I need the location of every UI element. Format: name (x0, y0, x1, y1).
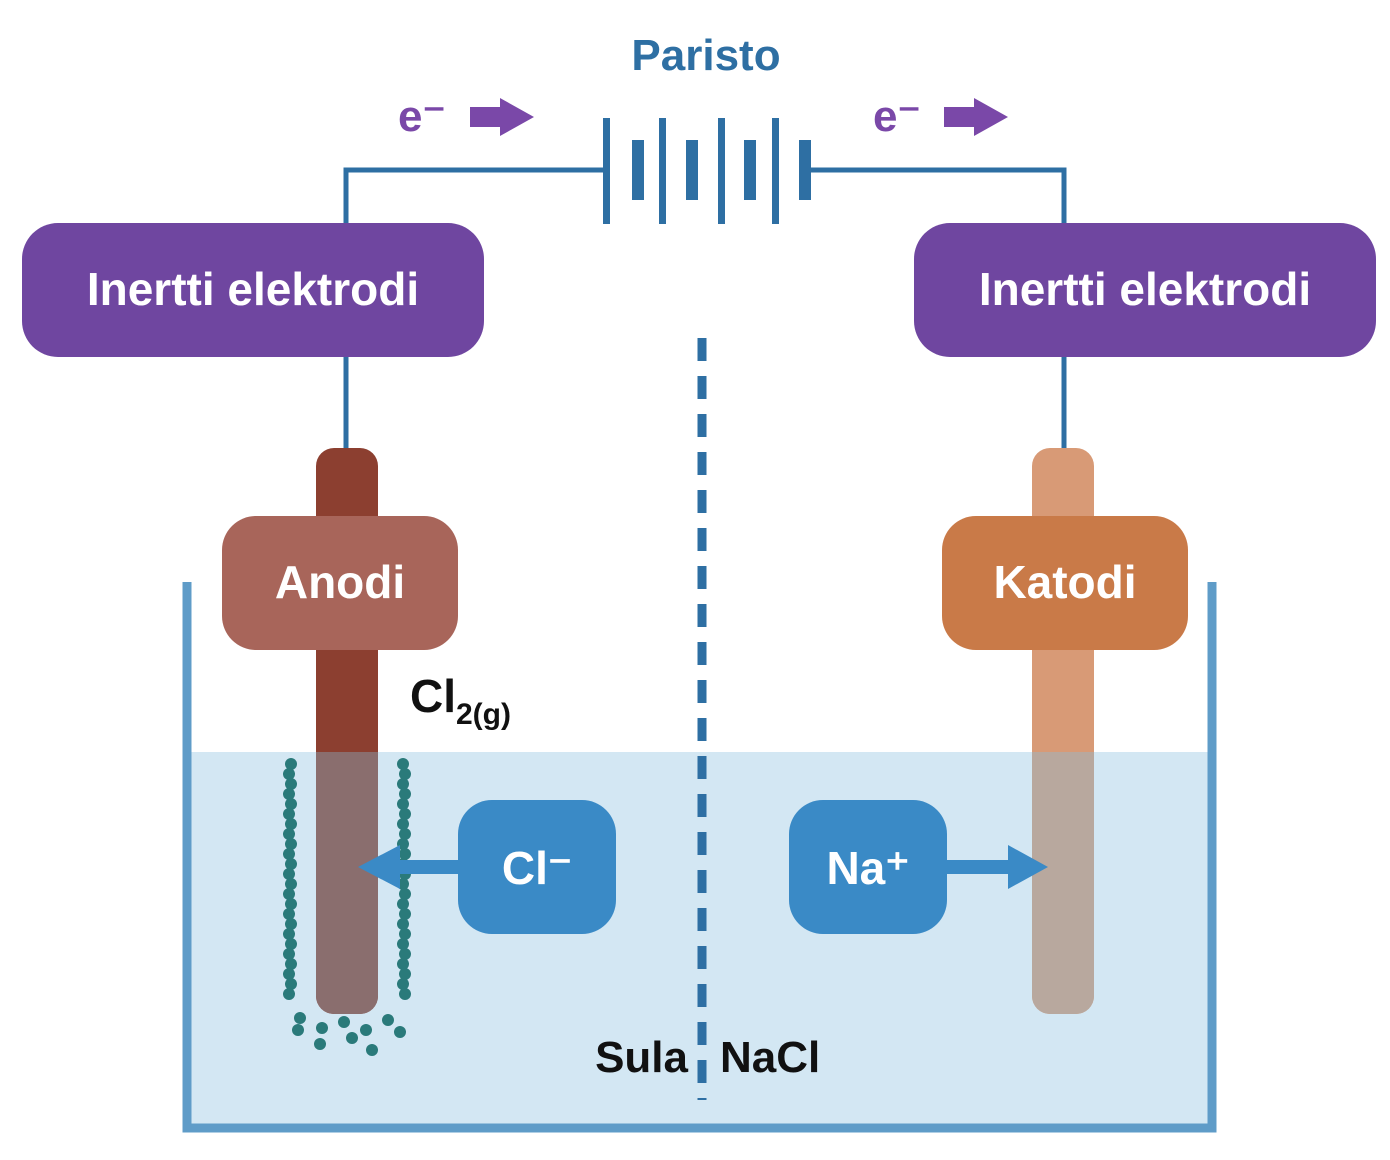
chloride-ion-box (458, 800, 616, 934)
bubble (285, 898, 297, 910)
bubble (314, 1038, 326, 1050)
inert-electrode-box-right (914, 223, 1376, 357)
bubble (397, 798, 409, 810)
electron-label-right: e⁻ (873, 92, 921, 141)
bubble (283, 768, 295, 780)
anode-label: Anodi (275, 556, 405, 608)
bubble (399, 808, 411, 820)
anode-rod-submerged-top (316, 752, 378, 782)
bubble (397, 978, 409, 990)
sodium-arrow-icon (946, 845, 1048, 889)
bubble (397, 818, 409, 830)
electron-arrow-right-icon (944, 98, 1008, 136)
chlorine-bubbles (283, 758, 411, 1056)
bubble (399, 788, 411, 800)
bubble (397, 898, 409, 910)
bubble (285, 938, 297, 950)
cathode-rod-submerged (1032, 752, 1094, 1014)
bubble (399, 988, 411, 1000)
electrolyte-label-right: NaCl (720, 1033, 820, 1082)
bubble (285, 838, 297, 850)
bubble (285, 878, 297, 890)
bubble (283, 828, 295, 840)
bubble (338, 1016, 350, 1028)
bubble (399, 928, 411, 940)
bubble (285, 758, 297, 770)
bubble (283, 908, 295, 920)
bubble (399, 888, 411, 900)
bubble (316, 1022, 328, 1034)
bubble (399, 948, 411, 960)
bubble (399, 968, 411, 980)
container (182, 582, 1217, 1133)
bubble (399, 768, 411, 780)
bubble (283, 868, 295, 880)
inert-electrode-label-left: Inertti elektrodi (87, 263, 419, 315)
bubble (285, 958, 297, 970)
bubble (285, 798, 297, 810)
sodium-ion-label: Na⁺ (826, 842, 909, 894)
electrolyte-label-left: Sula (595, 1033, 688, 1082)
bubble (283, 988, 295, 1000)
bubble (285, 818, 297, 830)
bubble (283, 928, 295, 940)
anode-rod-submerged (316, 752, 378, 1014)
bubble (360, 1024, 372, 1036)
inert-electrode-label-right: Inertti elektrodi (979, 263, 1311, 315)
bubble (283, 808, 295, 820)
bubble (366, 1044, 378, 1056)
cathode-label: Katodi (993, 556, 1136, 608)
chloride-arrow-icon (358, 845, 462, 889)
chlorine-gas-subscript: 2(g) (456, 698, 511, 731)
bubble (382, 1014, 394, 1026)
battery-icon (603, 118, 811, 224)
bubble (399, 908, 411, 920)
battery-label: Paristo (631, 31, 780, 80)
bubble (397, 758, 409, 770)
bubble (399, 848, 411, 860)
bubble (283, 888, 295, 900)
chloride-ion-label: Cl⁻ (502, 842, 572, 894)
bubble (285, 858, 297, 870)
bubble (394, 1026, 406, 1038)
chlorine-gas-label: Cl2(g) (410, 670, 511, 731)
bubble (283, 968, 295, 980)
bubble (283, 788, 295, 800)
bubble (397, 958, 409, 970)
electron-label-left: e⁻ (398, 92, 446, 141)
bubble (285, 918, 297, 930)
bubble (397, 778, 409, 790)
bubble (397, 938, 409, 950)
bubble (283, 948, 295, 960)
cathode-rod-submerged-top (1032, 752, 1094, 782)
sodium-ion-box (789, 800, 947, 934)
bubble (285, 778, 297, 790)
bubble (285, 978, 297, 990)
inert-electrode-box-left (22, 223, 484, 357)
anode-box (222, 516, 458, 650)
bubble (294, 1012, 306, 1024)
bubble (346, 1032, 358, 1044)
chlorine-gas-symbol: Cl (410, 670, 456, 722)
bubble (397, 918, 409, 930)
bubble (283, 848, 295, 860)
bubble (292, 1024, 304, 1036)
cathode-box (942, 516, 1188, 650)
electron-arrow-left-icon (470, 98, 534, 136)
bubble (399, 828, 411, 840)
